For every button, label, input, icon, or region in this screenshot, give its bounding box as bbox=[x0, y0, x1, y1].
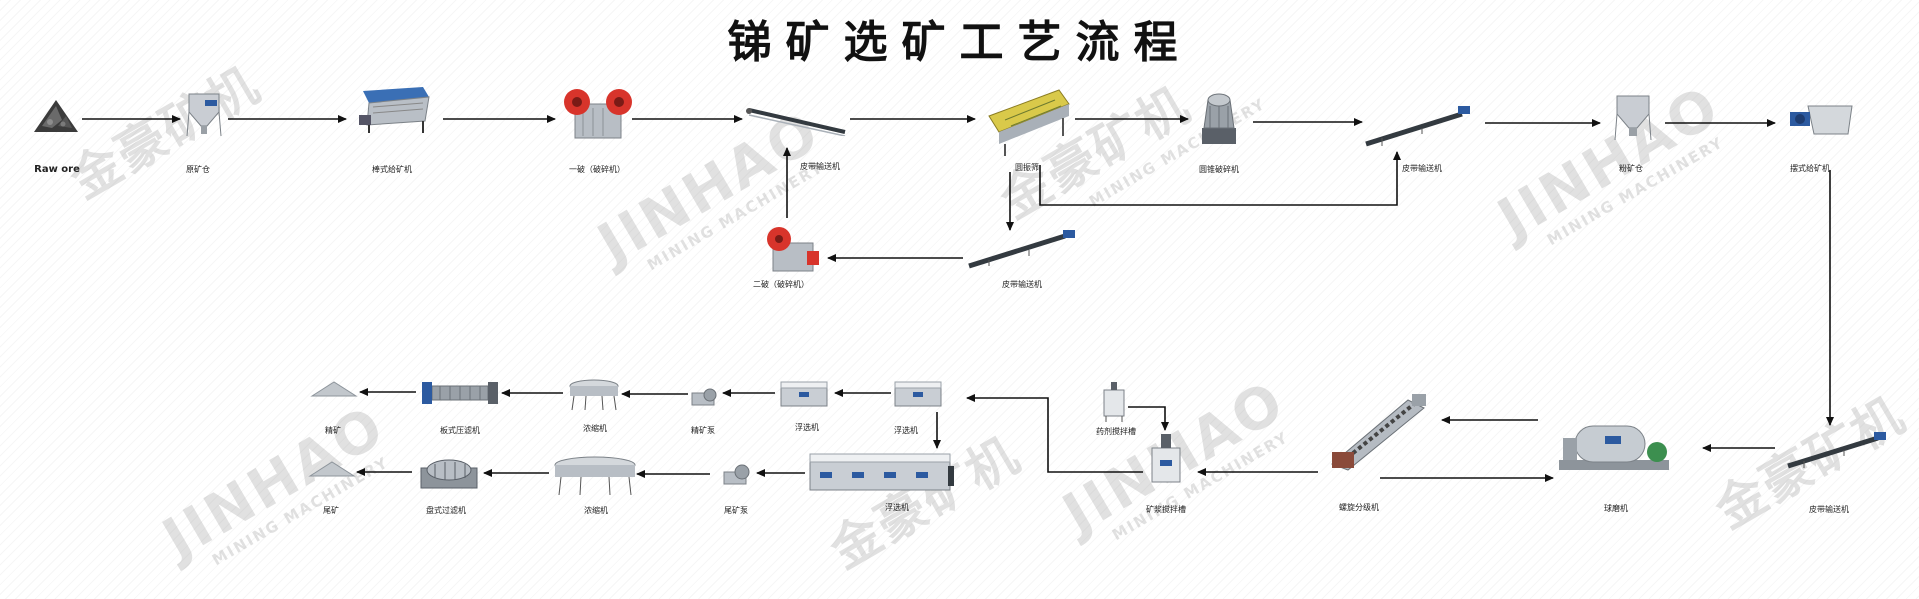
label-flotation-cleaner-1: 浮选机 bbox=[795, 423, 819, 432]
raw-ore-pile-icon bbox=[34, 100, 78, 132]
label-belt-conveyor-2: 皮带输送机 bbox=[1402, 164, 1442, 173]
label-tailings: 尾矿 bbox=[323, 506, 339, 515]
tailings-pile-icon bbox=[308, 461, 356, 477]
label-thickener-1: 浓缩机 bbox=[583, 424, 607, 433]
slurry-tank-icon bbox=[1151, 434, 1181, 483]
fine-ore-bin-icon bbox=[1614, 95, 1652, 141]
label-raw-ore: Raw ore bbox=[34, 164, 80, 175]
spiral-classifier-icon bbox=[1331, 394, 1426, 471]
page-title: 锑矿选矿工艺流程 bbox=[727, 17, 1192, 68]
label-belt-conveyor-1: 皮带输送机 bbox=[800, 162, 840, 171]
concentrate-pump-icon bbox=[691, 388, 717, 406]
label-primary-crusher: 一破（破碎机） bbox=[569, 165, 625, 174]
reagent-tank-icon bbox=[1103, 382, 1125, 422]
arrow-screen-to-belt2 bbox=[1039, 151, 1401, 206]
label-ball-mill: 球磨机 bbox=[1604, 504, 1628, 513]
label-flotation-main: 浮选机 bbox=[885, 503, 909, 512]
grizzly-feeder-icon bbox=[359, 87, 430, 133]
label-tailings-pump: 尾矿泵 bbox=[724, 506, 748, 515]
label-fine-ore-bin: 粉矿仓 bbox=[1619, 164, 1643, 173]
belt-conveyor-2-icon bbox=[1365, 106, 1470, 147]
label-flotation-cleaner-2: 浮选机 bbox=[894, 426, 918, 435]
label-disc-filter: 盘式过滤机 bbox=[426, 506, 466, 515]
vibrating-screen-icon bbox=[988, 89, 1070, 156]
label-belt-conveyor-3: 皮带输送机 bbox=[1002, 280, 1042, 289]
label-reagent-tank: 药剂搅拌槽 bbox=[1096, 427, 1136, 436]
arrow-reagent-to-slurry bbox=[1128, 406, 1169, 431]
flotation-cleaner-2-icon bbox=[894, 381, 942, 407]
label-grizzly-feeder: 棒式给矿机 bbox=[372, 165, 412, 174]
label-raw-bin: 原矿仓 bbox=[186, 165, 210, 174]
label-pendulum-feeder: 摆式给矿机 bbox=[1790, 164, 1830, 173]
ball-mill-icon bbox=[1559, 425, 1669, 470]
plate-filter-icon bbox=[422, 382, 498, 404]
tailings-pump-icon bbox=[723, 464, 750, 485]
secondary-crusher-icon bbox=[767, 227, 819, 272]
belt-conveyor-1-icon bbox=[746, 108, 846, 136]
primary-crusher-icon bbox=[564, 89, 632, 139]
thickener-2-icon bbox=[554, 456, 636, 496]
label-spiral-classifier: 螺旋分级机 bbox=[1339, 503, 1379, 512]
label-plate-filter: 板式压滤机 bbox=[440, 426, 480, 435]
label-slurry-tank: 矿浆搅拌槽 bbox=[1146, 505, 1186, 514]
label-cone-crusher: 圆锥破碎机 bbox=[1199, 165, 1239, 174]
concentrate-pile-icon bbox=[310, 381, 358, 397]
thickener-1-icon bbox=[569, 379, 619, 411]
cone-crusher-icon bbox=[1202, 93, 1236, 144]
flotation-main-icon bbox=[809, 453, 954, 491]
pendulum-feeder-icon bbox=[1790, 105, 1853, 135]
disc-filter-icon bbox=[420, 459, 478, 489]
raw-ore-bin-icon bbox=[186, 93, 222, 137]
label-secondary-crusher: 二破（破碎机） bbox=[753, 280, 809, 289]
label-concentrate-pump: 精矿泵 bbox=[691, 426, 715, 435]
belt-conveyor-3-icon bbox=[968, 230, 1075, 269]
flotation-cleaner-1-icon bbox=[780, 381, 828, 407]
label-belt-conveyor-4: 皮带输送机 bbox=[1809, 505, 1849, 514]
arrow-slurry-to-flotation bbox=[966, 394, 1143, 473]
label-concentrate: 精矿 bbox=[325, 426, 341, 435]
belt-conveyor-4-icon bbox=[1787, 432, 1886, 469]
label-thickener-2: 浓缩机 bbox=[584, 506, 608, 515]
label-vibrating-screen: 圆振筛 bbox=[1015, 163, 1039, 172]
